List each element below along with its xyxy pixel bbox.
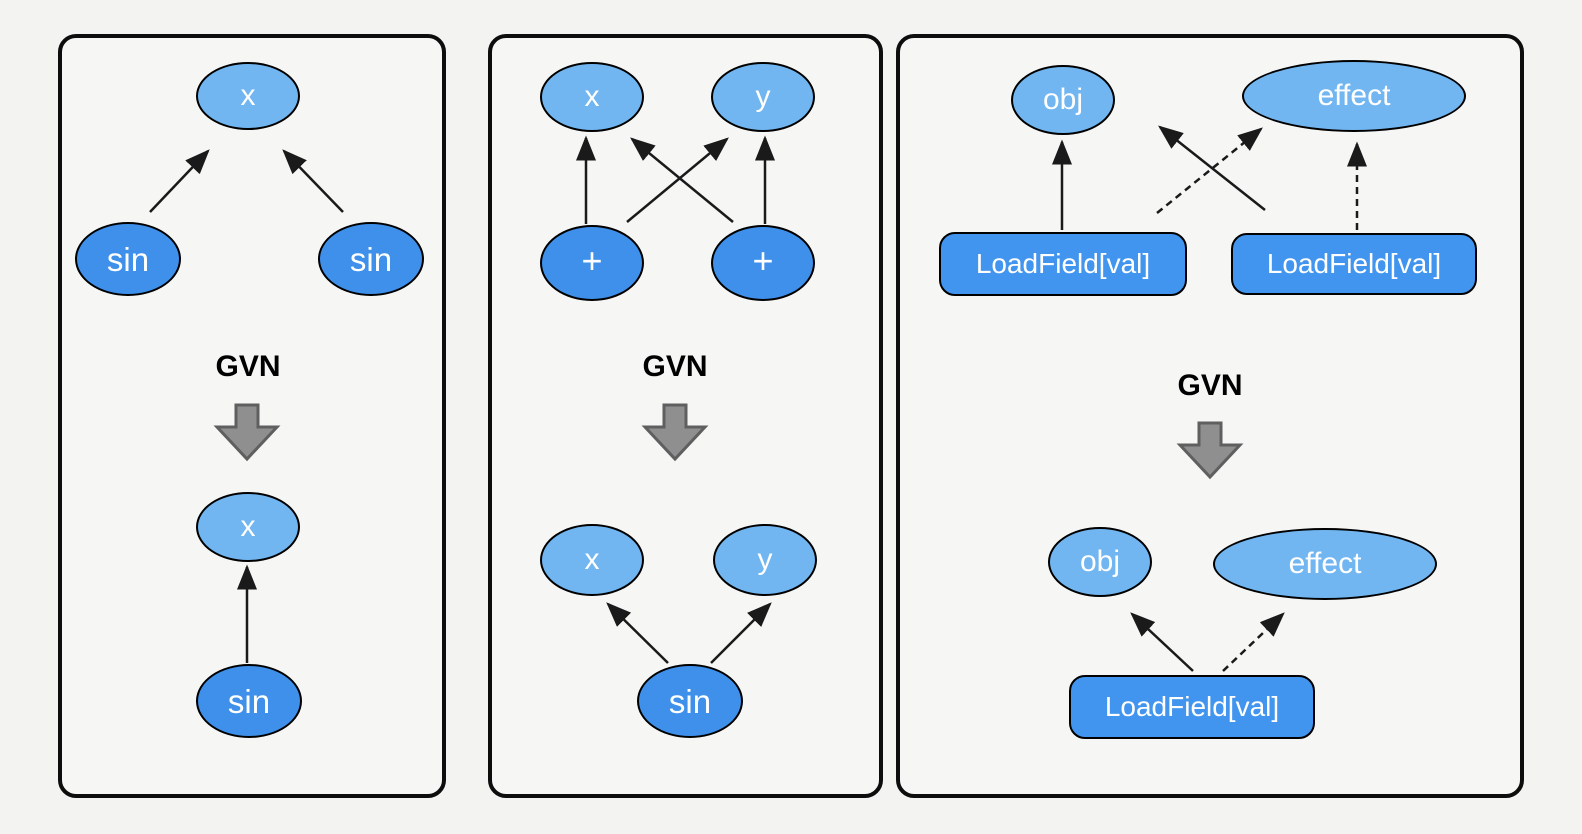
- node-x-after-2: x: [540, 524, 644, 596]
- node-obj-after: obj: [1048, 527, 1152, 597]
- node-loadfield-after: LoadField[val]: [1069, 675, 1315, 739]
- gvn-label-2: GVN: [642, 350, 708, 383]
- node-label: LoadField[val]: [975, 248, 1151, 279]
- node-effect-before: effect: [1242, 60, 1466, 132]
- node-label: obj: [1042, 83, 1084, 116]
- node-label: x: [240, 510, 256, 543]
- node-effect-after: effect: [1213, 528, 1437, 600]
- node-label: sin: [668, 682, 712, 720]
- node-x-after-1: x: [196, 492, 300, 562]
- node-plus-right: +: [711, 225, 815, 301]
- node-label: LoadField[val]: [1104, 691, 1280, 722]
- node-y-after-2: y: [713, 524, 817, 596]
- node-label: sin: [227, 682, 271, 720]
- node-label: x: [584, 80, 600, 113]
- gvn-label-1: GVN: [215, 350, 281, 383]
- node-sin-after-1: sin: [196, 664, 302, 738]
- node-label: effect: [1288, 547, 1362, 580]
- node-loadfield-right: LoadField[val]: [1231, 233, 1477, 295]
- node-sin-left: sin: [75, 222, 181, 296]
- node-label: effect: [1317, 79, 1391, 112]
- node-label: y: [755, 80, 771, 113]
- node-label: LoadField[val]: [1266, 248, 1442, 279]
- node-plus-left: +: [540, 225, 644, 301]
- node-sin-right: sin: [318, 222, 424, 296]
- node-y-before-2: y: [711, 62, 815, 132]
- node-label: sin: [349, 240, 393, 278]
- node-loadfield-left: LoadField[val]: [939, 232, 1187, 296]
- gvn-label-3: GVN: [1177, 369, 1243, 402]
- node-label: obj: [1079, 545, 1121, 578]
- node-label: +: [752, 240, 774, 281]
- node-label: y: [757, 543, 773, 576]
- node-label: sin: [106, 240, 150, 278]
- node-label: +: [581, 240, 603, 281]
- node-label: x: [240, 79, 256, 112]
- node-label: x: [584, 543, 600, 576]
- node-sin-after-2: sin: [637, 664, 743, 738]
- node-x-before-2: x: [540, 62, 644, 132]
- node-obj-before: obj: [1011, 65, 1115, 135]
- node-x-before-1: x: [196, 62, 300, 130]
